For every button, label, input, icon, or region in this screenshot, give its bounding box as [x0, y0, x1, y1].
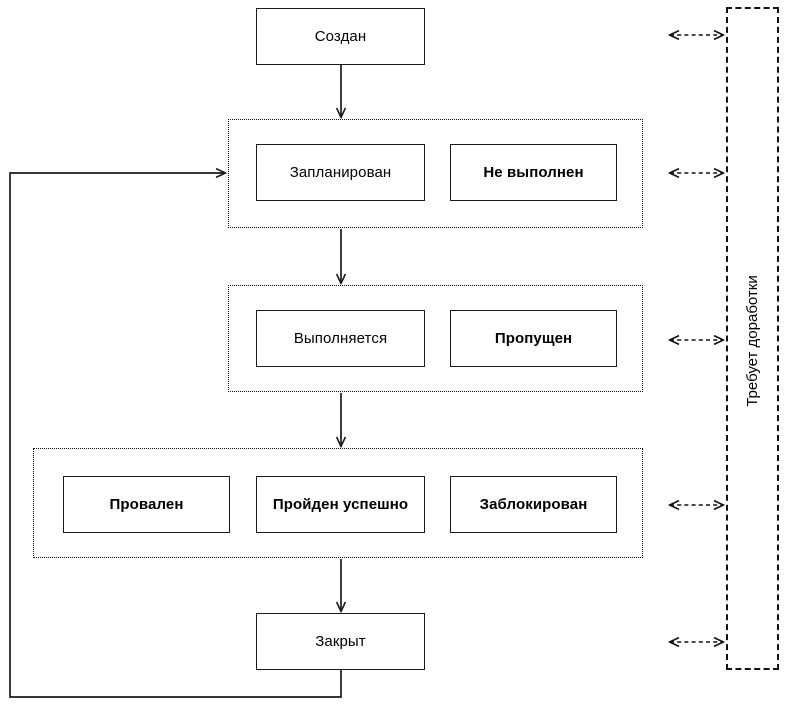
rework-panel	[726, 7, 779, 670]
state-label-created: Создан	[314, 27, 367, 45]
state-group-result	[33, 448, 643, 558]
state-node-created[interactable]: Создан	[256, 8, 425, 65]
state-label-running: Выполняется	[293, 329, 388, 347]
state-node-planned[interactable]: Запланирован	[256, 144, 425, 201]
state-node-closed[interactable]: Закрыт	[256, 613, 425, 670]
state-label-skipped: Пропущен	[494, 329, 573, 347]
state-node-failed[interactable]: Провален	[63, 476, 230, 533]
state-label-planned: Запланирован	[289, 163, 392, 181]
state-node-blocked[interactable]: Заблокирован	[450, 476, 617, 533]
state-label-passed: Пройден успешно	[272, 495, 409, 513]
state-group-planned	[228, 119, 643, 228]
state-label-closed: Закрыт	[315, 632, 366, 650]
state-label-blocked: Заблокирован	[479, 495, 588, 513]
state-node-not-done[interactable]: Не выполнен	[450, 144, 617, 201]
state-label-failed: Провален	[109, 495, 184, 513]
state-node-passed[interactable]: Пройден успешно	[256, 476, 425, 533]
rework-panel-label: Требует доработки	[744, 275, 761, 407]
state-node-running[interactable]: Выполняется	[256, 310, 425, 367]
state-label-not-done: Не выполнен	[483, 163, 584, 181]
arrow-closed-to-planned-loop	[9, 173, 342, 698]
state-group-running	[228, 285, 643, 392]
state-node-skipped[interactable]: Пропущен	[450, 310, 617, 367]
